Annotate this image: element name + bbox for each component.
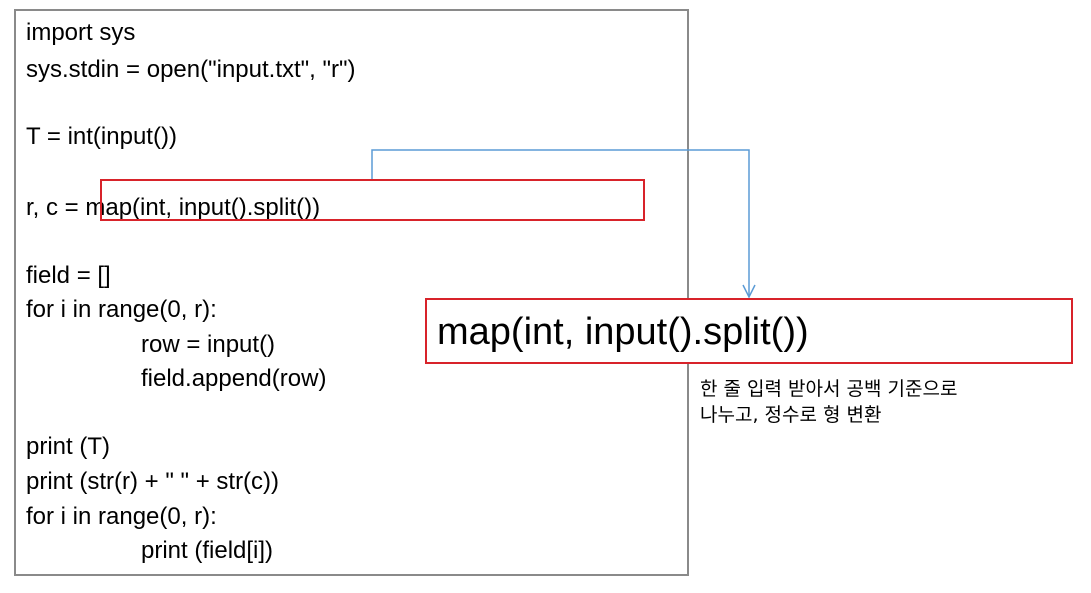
callout-note-line-2: 나누고, 정수로 형 변환 (700, 404, 882, 426)
highlight-box (100, 179, 645, 221)
code-line-12: print (field[i]) (141, 537, 274, 564)
callout-expression: map(int, input().split()) (437, 311, 809, 353)
code-line-11: for i in range(0, r): (26, 503, 217, 530)
code-line-4: r, c = map(int, input().split()) (26, 194, 321, 221)
code-line-9: print (T) (26, 433, 110, 460)
callout-box (425, 298, 1073, 364)
callout-note-line-1: 한 줄 입력 받아서 공백 기준으로 (700, 378, 958, 400)
code-line-6: for i in range(0, r): (26, 296, 217, 323)
code-panel (14, 9, 689, 576)
code-line-3: T = int(input()) (26, 123, 177, 150)
code-line-2: sys.stdin = open("input.txt", "r") (26, 56, 356, 83)
code-line-5: field = [] (26, 262, 111, 289)
code-line-1: import sys (26, 19, 136, 46)
code-line-7: row = input() (141, 331, 276, 358)
code-line-8: field.append(row) (141, 365, 327, 392)
code-line-10: print (str(r) + " " + str(c)) (26, 468, 280, 495)
